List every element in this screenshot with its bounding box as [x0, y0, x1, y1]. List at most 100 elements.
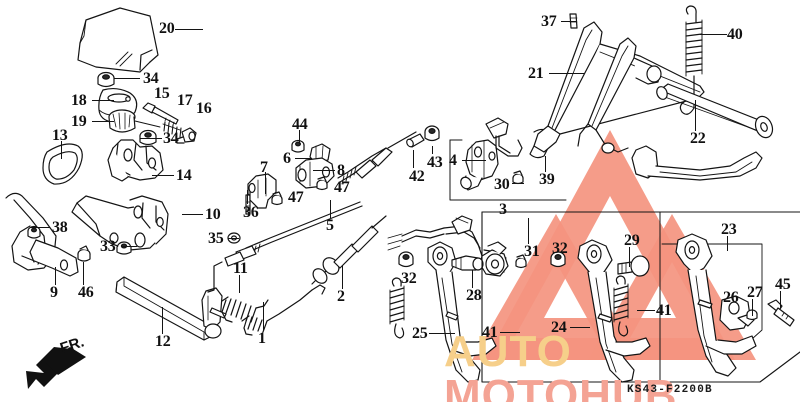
- part-number-43[interactable]: 43: [427, 154, 443, 171]
- leader-line: [462, 160, 486, 162]
- leader-line: [55, 267, 57, 285]
- part-number-46[interactable]: 46: [78, 284, 94, 301]
- part-2-cable-end: [311, 215, 387, 285]
- part-number-22[interactable]: 22: [690, 130, 706, 147]
- front-direction-arrow: [24, 345, 94, 400]
- leader-line: [472, 270, 474, 288]
- part-7-lever: [247, 173, 277, 209]
- leader-line: [263, 302, 265, 331]
- part-41-spring-b: [613, 275, 629, 337]
- part-number-41[interactable]: 41: [482, 324, 498, 341]
- part-number-38[interactable]: 38: [52, 219, 68, 236]
- leader-line: [330, 200, 332, 218]
- part-30-screw: [512, 170, 524, 185]
- part-number-26[interactable]: 26: [723, 289, 739, 306]
- part-number-27[interactable]: 27: [747, 284, 763, 301]
- diagram-code: KS43-F2200B: [627, 384, 713, 396]
- leader-line: [182, 214, 203, 216]
- part-number-40[interactable]: 40: [727, 26, 743, 43]
- part-number-20[interactable]: 20: [159, 20, 175, 37]
- part-number-33[interactable]: 33: [100, 238, 116, 255]
- part-number-31[interactable]: 31: [524, 243, 540, 260]
- part-34-nut-upper: [97, 71, 115, 88]
- part-number-29[interactable]: 29: [624, 232, 640, 249]
- part-47-screw-a: [316, 176, 328, 191]
- part-number-19[interactable]: 19: [71, 113, 87, 130]
- leader-line: [727, 236, 729, 251]
- part-number-11[interactable]: 11: [233, 260, 248, 277]
- part-number-37[interactable]: 37: [541, 13, 557, 30]
- part-number-5[interactable]: 5: [326, 217, 334, 234]
- part-3-switch-lead: [387, 215, 507, 273]
- part-number-39[interactable]: 39: [539, 171, 555, 188]
- part-41-spring-a: [389, 277, 405, 339]
- part-number-32[interactable]: 32: [401, 270, 417, 287]
- part-number-1[interactable]: 1: [258, 330, 266, 347]
- leader-line: [92, 121, 114, 123]
- part-number-3[interactable]: 3: [499, 201, 507, 218]
- leader-line: [342, 265, 344, 289]
- leader-line: [30, 227, 50, 229]
- leader-line: [561, 21, 577, 23]
- part-number-47[interactable]: 47: [334, 179, 350, 196]
- part-number-45[interactable]: 45: [775, 276, 791, 293]
- part-16-switch: [176, 127, 197, 144]
- part-number-9[interactable]: 9: [50, 284, 58, 301]
- part-number-12[interactable]: 12: [155, 333, 171, 350]
- part-28-bolt: [451, 255, 484, 271]
- part-5-cable: [337, 131, 417, 185]
- part-number-21[interactable]: 21: [528, 65, 544, 82]
- part-number-7[interactable]: 7: [260, 159, 268, 176]
- part-22-bolt: [656, 83, 774, 139]
- leader-line: [247, 190, 249, 204]
- part-number-28[interactable]: 28: [466, 287, 482, 304]
- part-40-spring: [679, 5, 703, 115]
- main-stand-right-arm: [631, 145, 763, 181]
- leader-line: [629, 247, 631, 267]
- part-number-34[interactable]: 34: [143, 70, 159, 87]
- part-number-13[interactable]: 13: [52, 127, 68, 144]
- part-number-8[interactable]: 8: [337, 162, 345, 179]
- part-number-10[interactable]: 10: [205, 206, 221, 223]
- part-number-23[interactable]: 23: [721, 221, 737, 238]
- part-number-35[interactable]: 35: [208, 230, 224, 247]
- part-number-14[interactable]: 14: [176, 167, 192, 184]
- part-number-34[interactable]: 34: [163, 130, 179, 147]
- leader-line: [570, 327, 590, 329]
- part-number-44[interactable]: 44: [292, 116, 308, 133]
- part-12-shaft: [115, 276, 227, 341]
- part-number-30[interactable]: 30: [494, 176, 510, 193]
- leader-line: [695, 100, 697, 131]
- part-1-spring: [241, 284, 326, 336]
- part-number-41[interactable]: 41: [656, 302, 672, 319]
- part-43-nut: [424, 125, 440, 142]
- part-number-24[interactable]: 24: [551, 319, 567, 336]
- part-number-47[interactable]: 47: [288, 189, 304, 206]
- part-29-pivot-bolt: [617, 255, 650, 277]
- leader-line: [239, 275, 241, 293]
- part-number-6[interactable]: 6: [283, 150, 291, 167]
- leader-line: [61, 141, 63, 159]
- leader-line: [92, 100, 114, 102]
- part-number-18[interactable]: 18: [71, 92, 87, 109]
- part-number-15[interactable]: 15: [154, 85, 170, 102]
- part-number-32[interactable]: 32: [552, 240, 568, 257]
- leader-line: [752, 299, 754, 316]
- leader-line: [313, 170, 335, 172]
- part-number-4[interactable]: 4: [449, 152, 457, 169]
- leader-line: [140, 138, 162, 140]
- part-8-holder: [295, 157, 335, 189]
- group-box-4: [449, 139, 567, 201]
- leader-line: [500, 332, 520, 334]
- part-25-side-stand: [427, 241, 497, 383]
- part-number-16[interactable]: 16: [196, 100, 212, 117]
- part-26-stand-right: [675, 233, 757, 377]
- part-number-36[interactable]: 36: [243, 204, 259, 221]
- part-number-25[interactable]: 25: [412, 325, 428, 342]
- leader-line: [432, 146, 434, 154]
- leader-line: [549, 73, 585, 75]
- part-number-2[interactable]: 2: [337, 288, 345, 305]
- part-number-17[interactable]: 17: [177, 92, 193, 109]
- part-number-42[interactable]: 42: [409, 168, 425, 185]
